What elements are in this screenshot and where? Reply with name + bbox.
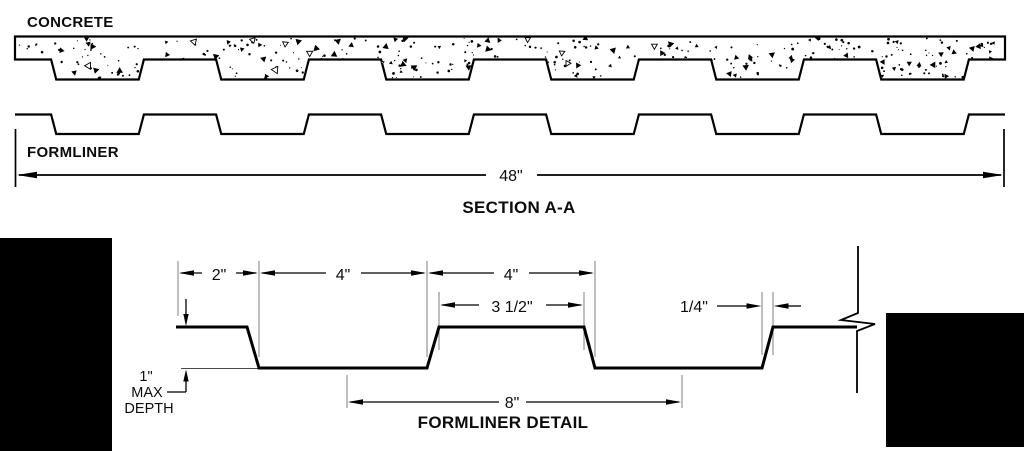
dimension-3half-in: 3 1/2" [491,299,532,316]
break-line-symbol [837,246,876,393]
dimension-8in: 8" [505,395,520,412]
formliner-detail-title: FORMLINER DETAIL [418,413,589,432]
extension-lines [177,261,774,408]
section-aa-title: SECTION A-A [462,198,575,217]
concrete-label: CONCRETE [27,14,114,31]
depth-value-text: 1" [139,369,152,385]
overall-width-dimension [14,129,1005,187]
dimension-48in: 48" [499,168,522,185]
depth-max-text: MAX [131,385,163,401]
dimension-2in: 2" [212,267,227,284]
redaction-block-left [0,238,112,451]
max-depth-note: 1" MAX DEPTH [124,369,173,417]
formliner-profile-line [15,113,1005,136]
detail-dimensions [167,270,801,405]
section-aa: CONCRETE FORMLINER 48" SECTION A-A [13,14,1007,217]
formliner-label: FORMLINER [27,144,119,161]
formliner-detail: 2" 4" 4" 3 1/2" 1/4" 8" 1" MAX DEPTH FOR… [124,246,876,432]
dimension-4in-recess: 4" [336,267,351,284]
redaction-block-right [886,313,1024,447]
dimension-quarter-in: 1/4" [680,299,708,316]
detail-profile-line [176,325,857,370]
depth-depth-text: DEPTH [124,401,173,417]
dimension-4in-gap: 4" [504,267,519,284]
concrete-cross-section [13,35,1007,81]
